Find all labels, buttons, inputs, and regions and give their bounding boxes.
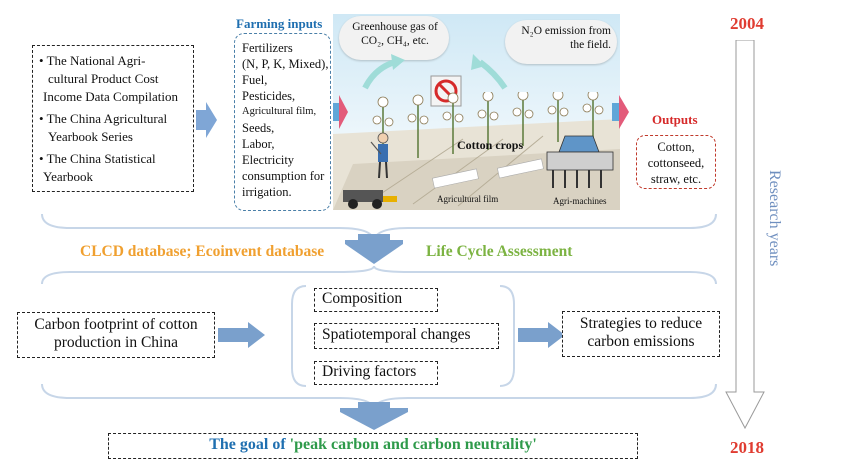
farmer-figure [370, 132, 389, 179]
spatiotemporal-box: Spatiotemporal changes [314, 323, 499, 349]
goal-prefix: The goal of [209, 436, 290, 453]
cotton-crops-label: Cotton crops [457, 138, 524, 152]
input-item: (N, P, K, Mixed), [242, 57, 329, 71]
components-bracket [291, 285, 515, 387]
strategy-line: carbon emissions [587, 333, 695, 350]
input-item: Pesticides, [242, 89, 296, 103]
composition-box: Composition [314, 288, 438, 312]
strategy-line: Strategies to reduce [579, 315, 703, 332]
farming-inputs-box: Fertilizers (N, P, K, Mixed), Fuel, Pest… [234, 33, 331, 211]
input-item: Labor, [242, 137, 275, 151]
outputs-box: Cotton, cottonseed, straw, etc. [636, 135, 716, 189]
data-sources-box: • The National Agri- cultural Product Co… [32, 45, 194, 192]
cotton-field-scene: Greenhouse gas of CO₂, CH₄, etc. [333, 14, 620, 210]
footprint-line: production in China [54, 334, 178, 351]
agricultural-film-label: Agricultural film [437, 194, 499, 204]
arrow-footprint-to-components [218, 322, 265, 348]
input-item: Electricity [242, 153, 295, 167]
bottom-brace [41, 383, 717, 430]
end-year: 2018 [730, 438, 764, 457]
agri-machine [546, 135, 614, 188]
research-years-label: Research years [766, 170, 783, 267]
input-item: Seeds, [242, 121, 275, 135]
input-item: Fertilizers [242, 41, 293, 55]
outputs-title: Outputs [652, 112, 698, 127]
goal-highlight: 'peak carbon and carbon neutrality' [289, 436, 537, 453]
source-line: Income Data Compilation [43, 89, 179, 104]
output-item: Cotton, [657, 140, 695, 154]
component-label: Driving factors [322, 363, 417, 380]
output-item: straw, etc. [650, 172, 702, 186]
input-item: Fuel, [242, 73, 268, 87]
n2o-cloud [505, 20, 617, 64]
middle-brace [41, 266, 717, 285]
ghg-cloud [339, 16, 449, 60]
component-label: Composition [322, 290, 403, 307]
cotton-plants [372, 92, 604, 162]
source-line: • The China Agricultural [39, 111, 168, 126]
lca-databases-label: CLCD database; Ecoinvent database [80, 243, 325, 260]
footprint-line: Carbon footprint of cotton [34, 316, 198, 333]
driving-factors-box: Driving factors [314, 361, 438, 385]
agri-machines-label: Agri-machines [553, 196, 607, 206]
arrow-inputs-to-scene [333, 95, 348, 129]
source-line: cultural Product Cost [48, 71, 159, 86]
goal-box: The goal of 'peak carbon and carbon neut… [108, 433, 638, 459]
arrow-components-to-strategies [518, 322, 565, 348]
tractor-icon [343, 190, 397, 209]
top-brace [41, 213, 717, 264]
start-year: 2004 [730, 14, 764, 33]
input-item: Agricultural film, [242, 106, 317, 117]
carbon-footprint-box: Carbon footprint of cotton production in… [17, 312, 215, 358]
source-line: Yearbook [43, 169, 93, 184]
input-item: irrigation. [242, 185, 292, 199]
ghg-label: Greenhouse gas of CO₂, CH₄, etc. [352, 21, 438, 47]
emission-arrows [362, 54, 508, 90]
component-label: Spatiotemporal changes [322, 326, 471, 343]
lca-method-label: Life Cycle Assessment [426, 243, 573, 260]
arrow-scene-to-outputs [612, 95, 629, 129]
farming-inputs-title: Farming inputs [236, 16, 323, 31]
source-line: Yearbook Series [48, 129, 133, 144]
source-line: • The China Statistical [39, 151, 156, 166]
timeline-arrow [725, 40, 765, 430]
arrow-sources-to-inputs [196, 102, 217, 138]
strategies-box: Strategies to reduce carbon emissions [562, 311, 720, 357]
output-item: cottonseed, [647, 156, 705, 170]
source-line: • The National Agri- [39, 53, 146, 68]
n2o-label: N₂O emission from the field. [521, 25, 611, 51]
input-item: consumption for [242, 169, 325, 183]
